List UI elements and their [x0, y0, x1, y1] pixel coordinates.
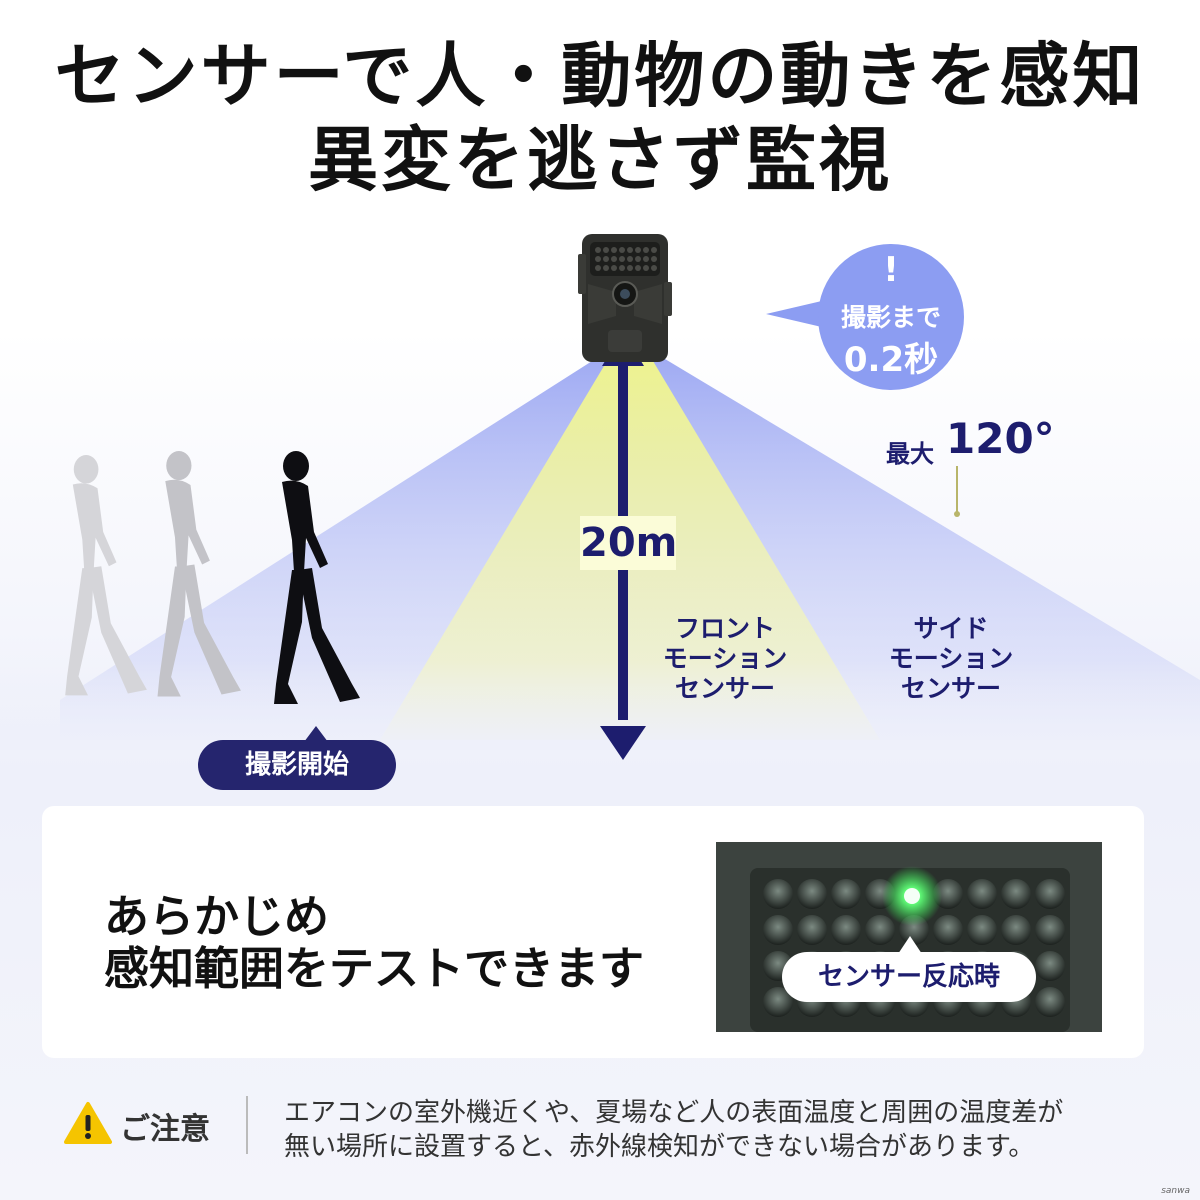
headline-line1: センサーで人・動物の動きを感知: [54, 35, 1146, 117]
photo-pill-pointer: [898, 936, 922, 954]
person-silhouette-icon: [65, 455, 147, 696]
brand-credit: sanwa: [1161, 1186, 1190, 1196]
side-sensor-label: サイド モーション センサー: [888, 614, 1014, 703]
panel-text-line2: 感知範囲をテストできます: [104, 942, 645, 995]
note-text-line1: エアコンの室外機近くや、夏場など人の表面温度と周囲の温度差が: [284, 1098, 1064, 1128]
person-silhouette-icon: [274, 451, 360, 704]
arrow-down-icon: [600, 726, 646, 760]
person-silhouette-icon: [157, 451, 241, 697]
bubble-text-line2: 0.2秒: [843, 340, 939, 380]
angle-prefix: 最大: [886, 440, 934, 468]
speed-bubble: ! 撮影まで 0.2秒: [818, 244, 964, 390]
pill-pointer: [304, 726, 328, 742]
trail-camera-icon: [578, 234, 672, 362]
angle-value: 120°: [946, 414, 1055, 463]
start-recording-label: 撮影開始: [198, 740, 396, 790]
walking-people: [65, 451, 360, 704]
note-title: ご注意: [120, 1112, 210, 1147]
distance-label: 20m: [580, 520, 678, 566]
warning-icon: [64, 1102, 112, 1144]
exclamation-icon: !: [883, 250, 899, 290]
panel-text-line1: あらかじめ: [104, 890, 330, 943]
note-divider: [246, 1096, 248, 1154]
front-sensor-label: フロント モーション センサー: [662, 614, 788, 703]
note-text-line2: 無い場所に設置すると、赤外線検知ができない場合があります。: [284, 1132, 1035, 1162]
sensor-reaction-label: センサー反応時: [782, 952, 1036, 1002]
headline-line2: 異変を逃さず監視: [308, 119, 892, 201]
bubble-tail: [766, 300, 826, 328]
distance-label-bg: [580, 516, 676, 570]
bubble-text-line1: 撮影まで: [840, 303, 941, 332]
